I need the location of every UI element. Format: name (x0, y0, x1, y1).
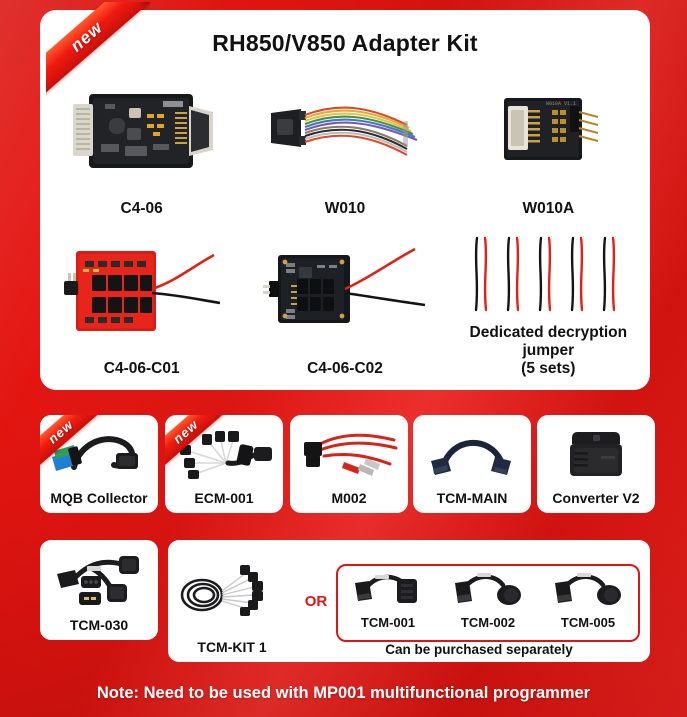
optional-items-box: TCM-001 TCM-002 (336, 564, 640, 642)
optional-item-label: TCM-005 (560, 615, 616, 630)
cable-obd-blue-green-icon (40, 415, 158, 490)
svg-text:W010A V1.1: W010A V1.1 (546, 101, 576, 107)
product-label: W010A (522, 200, 575, 218)
pcb-black-dual-connector-icon (40, 62, 243, 200)
cable-red-clamps-icon (290, 415, 408, 490)
accessory-card-m002[interactable]: M002 (290, 415, 408, 513)
optional-item-label: TCM-002 (460, 615, 516, 630)
adapter-db-to-block-icon (339, 569, 438, 613)
product-label: W010 (324, 200, 366, 218)
pcb-red-wires-icon (40, 222, 243, 360)
pcb-dark-wires-icon (243, 222, 446, 360)
optional-item-tcm-002[interactable]: TCM-002 (439, 569, 538, 637)
accessory-label: M002 (331, 490, 367, 506)
product-label: Dedicated decryption jumper (469, 324, 628, 360)
product-label: C4-06-C02 (307, 360, 383, 378)
pcb-black-ffc-header-icon: W010A V1.1 (447, 62, 650, 200)
accessory-label: MQB Collector (50, 490, 148, 506)
adapter-db-to-round-icon (439, 569, 538, 613)
accessory-card-tcm-main[interactable]: TCM-MAIN (413, 415, 531, 513)
tcm-kit-block[interactable]: TCM-KIT 1 (168, 540, 296, 662)
accessory-label: TCM-MAIN (436, 490, 508, 506)
accessory-card-ecm-001[interactable]: new ECM-001 (165, 415, 283, 513)
product-label-line2: (5 sets) (521, 360, 576, 377)
product-label: C4-06-C01 (103, 360, 180, 378)
product-label: C4-06 (120, 200, 163, 218)
product-cell-decryption-jumper: Dedicated decryption jumper (5 sets) (447, 222, 650, 382)
harness-multi-branch-icon (165, 415, 283, 490)
product-grid: C4-06 (40, 62, 650, 382)
adapter-db-to-round-icon (539, 569, 638, 613)
main-product-panel: RH850/V850 Adapter Kit new (40, 2, 650, 390)
accessory-label: TCM-030 (69, 617, 129, 633)
accessory-label: Converter V2 (552, 490, 640, 506)
ribbon-cable-rainbow-icon (243, 62, 446, 200)
accessory-card-mqb-collector[interactable]: new MQB Collector (40, 415, 158, 513)
cable-navy-db-icon (413, 415, 531, 490)
cable-splitter-black-icon (40, 540, 158, 617)
or-separator-label: OR (304, 592, 328, 610)
obd-adapter-black-icon (537, 415, 655, 490)
tcm-kit-options-card: TCM-KIT 1 OR TCM-001 (168, 540, 650, 662)
optional-item-tcm-005[interactable]: TCM-005 (539, 569, 638, 637)
harness-coiled-multi-icon (168, 544, 296, 635)
page-title: RH850/V850 Adapter Kit (212, 30, 478, 56)
jumper-wires-5sets-icon (447, 222, 650, 324)
optional-item-label: TCM-001 (360, 615, 416, 630)
accessory-label: ECM-001 (194, 490, 254, 506)
accessory-card-converter-v2[interactable]: Converter V2 (537, 415, 655, 513)
footer-note: Note: Need to be used with MP001 multifu… (96, 684, 591, 702)
optional-item-tcm-001[interactable]: TCM-001 (339, 569, 438, 637)
tcm-kit-label: TCM-KIT 1 (197, 639, 267, 655)
product-cell-w010: W010 (243, 62, 446, 222)
product-cell-c4-06: C4-06 (40, 62, 243, 222)
product-cell-w010a: W010A V1.1 W010A (447, 62, 650, 222)
accessory-card-tcm-030[interactable]: TCM-030 (40, 540, 158, 640)
optional-purchase-note: Can be purchased separately (385, 642, 573, 657)
product-cell-c4-06-c01: C4-06-C01 (40, 222, 243, 382)
product-cell-c4-06-c02: C4-06-C02 (243, 222, 446, 382)
